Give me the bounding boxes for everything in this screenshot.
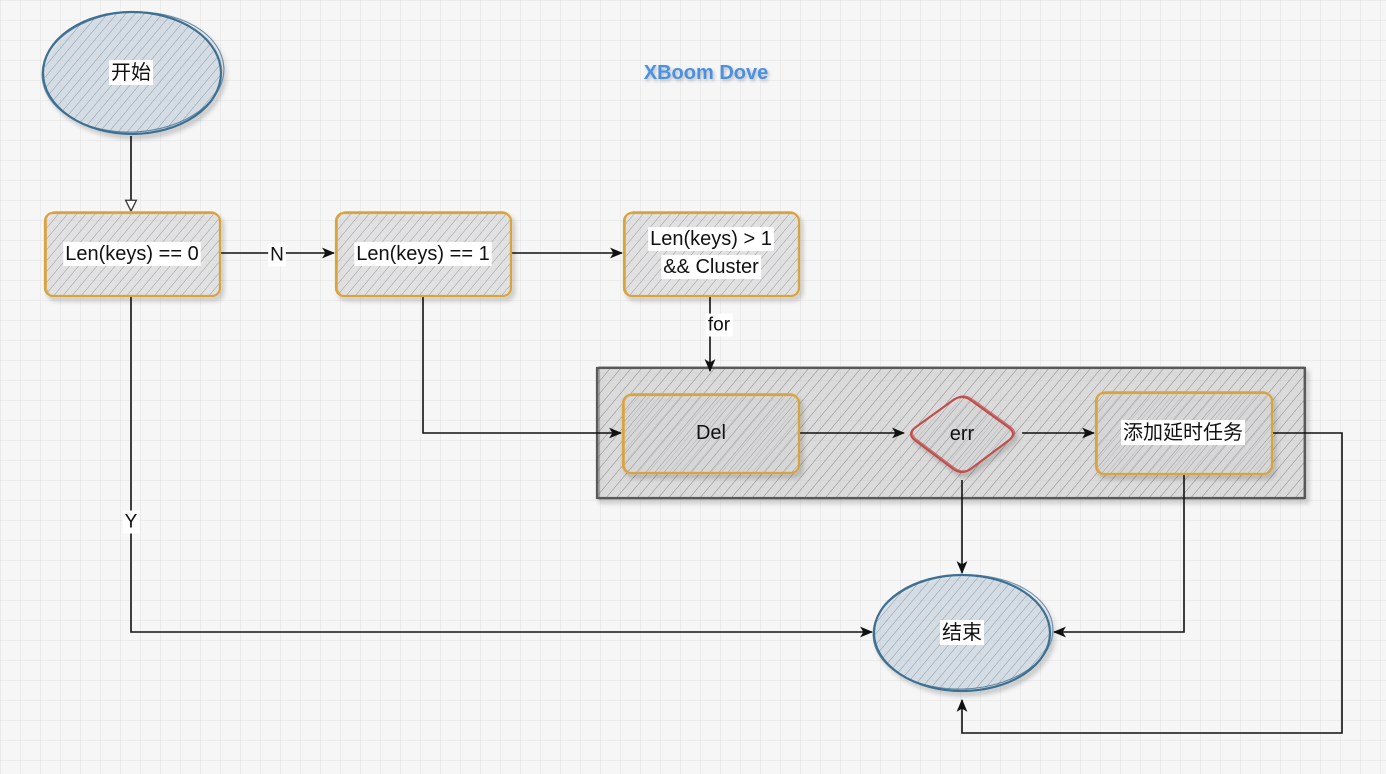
node-err-label: err bbox=[950, 423, 975, 445]
edge-label-y: Y bbox=[125, 512, 138, 533]
node-check-one-border-sketch bbox=[336, 210, 512, 298]
node-err-border-sketch bbox=[911, 395, 1016, 472]
edges bbox=[130, 136, 1343, 734]
node-end-border-sketch bbox=[872, 574, 1054, 690]
label-background bbox=[109, 60, 153, 85]
node-del bbox=[621, 392, 801, 475]
node-check-cluster-label-line-1: Len(keys) > 1 bbox=[650, 228, 772, 250]
label-background bbox=[122, 510, 140, 534]
label-background bbox=[1121, 420, 1245, 445]
node-check-zero-label: Len(keys) == 0 bbox=[65, 243, 198, 265]
label-background bbox=[648, 227, 774, 251]
node-start-label: 开始 bbox=[111, 61, 151, 84]
diagram-title: XBoom Dove bbox=[644, 62, 768, 84]
edge-len-zero-to-end bbox=[130, 296, 874, 638]
node-check-cluster bbox=[622, 210, 801, 298]
edge-label-n: N bbox=[270, 245, 284, 266]
node-check-cluster-hatch bbox=[624, 213, 799, 296]
node-del-label: Del bbox=[696, 422, 726, 444]
edge-label-for: for bbox=[708, 315, 731, 336]
label-background bbox=[63, 242, 201, 266]
edge-len-one-to-del bbox=[422, 296, 623, 439]
node-del-hatch bbox=[623, 395, 799, 473]
edge-add-task-loop-to-end bbox=[956, 432, 1343, 734]
label-background bbox=[268, 243, 286, 267]
node-check-cluster-label-line-2: && Cluster bbox=[663, 256, 759, 278]
label-background bbox=[661, 255, 762, 279]
edge-add-task-to-end bbox=[1052, 474, 1185, 638]
node-start-border-sketch bbox=[41, 11, 225, 133]
label-background bbox=[940, 620, 984, 645]
node-add-delay-task-border-sketch bbox=[1096, 390, 1273, 476]
node-add-delay-task-label: 添加延时任务 bbox=[1123, 421, 1243, 444]
node-err bbox=[909, 395, 1016, 474]
label-background bbox=[354, 242, 492, 266]
node-end-label: 结束 bbox=[942, 621, 982, 644]
node-check-one-label: Len(keys) == 1 bbox=[356, 243, 489, 265]
node-err-hatch bbox=[911, 397, 1013, 472]
label-background bbox=[705, 313, 733, 337]
node-check-zero-border-sketch bbox=[45, 210, 221, 298]
node-check-cluster-border-sketch bbox=[624, 210, 800, 298]
node-del-border-sketch bbox=[623, 392, 800, 475]
